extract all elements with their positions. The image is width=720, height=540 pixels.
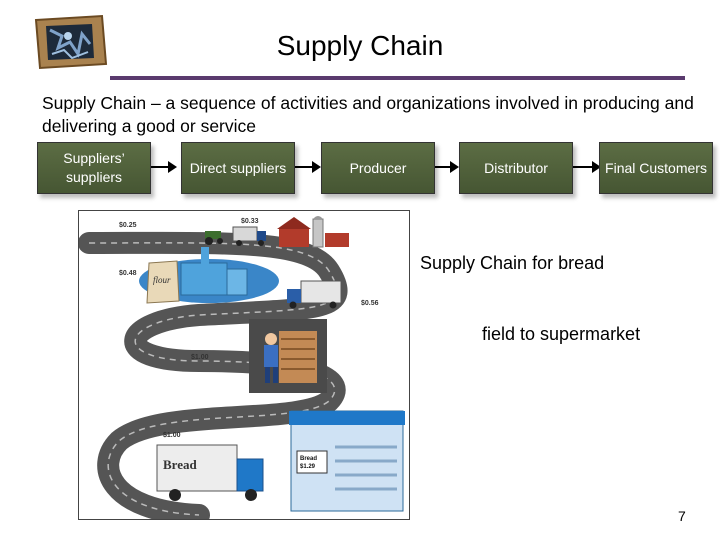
bread-truck-icon: Bread: [156, 444, 264, 501]
price-label: $1.00: [163, 432, 181, 439]
svg-text:flour: flour: [153, 275, 171, 285]
caption-field-to-supermarket: field to supermarket: [482, 324, 641, 344]
title-rule: [110, 76, 685, 80]
step-suppliers-suppliers: Suppliers’ suppliers: [37, 142, 151, 194]
step-direct-suppliers: Direct suppliers: [181, 142, 295, 194]
flour-sack-icon: flour: [146, 260, 180, 304]
logo: [34, 14, 108, 70]
caption-bread-chain: Supply Chain for bread: [420, 253, 605, 273]
tractor-icon: [205, 231, 223, 245]
step-distributor: Distributor: [459, 142, 573, 194]
svg-text:Bread: Bread: [163, 457, 197, 472]
slide-title: Supply Chain: [276, 30, 444, 61]
supply-chain-flow: Suppliers’ suppliers Direct suppliers Pr…: [0, 142, 720, 200]
step-final-customers: Final Customers: [599, 142, 713, 194]
mill-icon: [180, 247, 248, 296]
supermarket-icon: Bread $1.29: [289, 410, 405, 512]
price-label: $0.33: [241, 218, 259, 225]
flow-arrow: [151, 161, 177, 173]
price-label: $0.48: [119, 270, 137, 277]
grain-truck-icon: [232, 226, 266, 246]
price-label: $1.00: [191, 354, 209, 361]
flow-arrow: [295, 161, 321, 173]
svg-text:Bread: Bread: [300, 456, 317, 462]
price-label: $0.56: [361, 300, 379, 307]
svg-text:$1.29: $1.29: [300, 464, 316, 470]
delivery-truck-icon: [287, 280, 342, 309]
flow-arrow: [573, 161, 601, 173]
warehouse-worker-icon: [249, 319, 327, 393]
definition-text: Supply Chain – a sequence of activities …: [42, 93, 694, 136]
road-center-line: [88, 242, 338, 516]
price-label: $0.25: [119, 222, 137, 229]
flow-arrow: [435, 161, 459, 173]
bread-supply-chain-illustration: flour Bread $1.29 Bread: [78, 210, 410, 526]
page-number: 7: [678, 508, 686, 524]
barn-icon: [277, 216, 349, 248]
step-producer: Producer: [321, 142, 435, 194]
